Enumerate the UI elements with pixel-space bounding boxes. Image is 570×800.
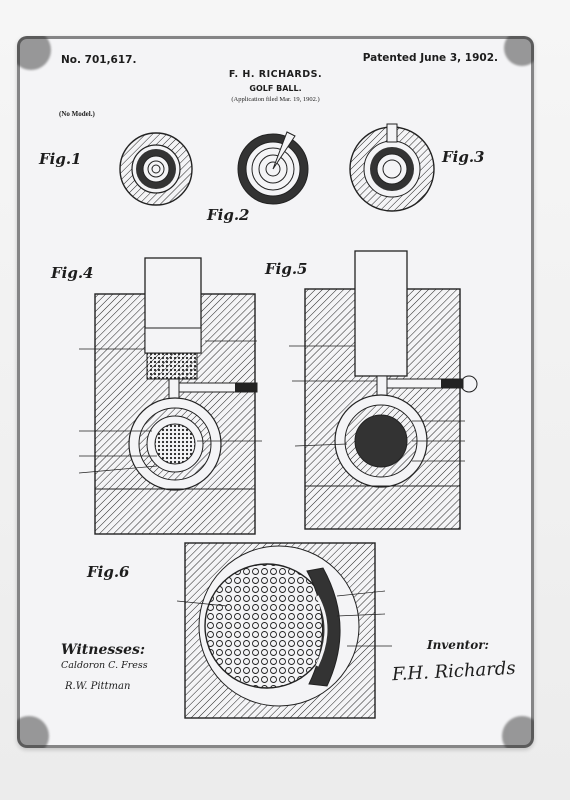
patent-sign: No. 701,617. Patented June 3, 1902. F. H… (17, 36, 534, 748)
fig1-ball-drawing (119, 132, 193, 206)
filing-date: (Application filed Mar. 19, 1902.) (231, 96, 320, 103)
patent-number: No. 701,617. (61, 54, 137, 66)
fig2-ball-drawing (237, 131, 309, 205)
fig2-label: Fig.2 (207, 206, 250, 224)
inventor-name: F. H. RICHARDS. (228, 69, 323, 80)
fig3-label: Fig.3 (442, 148, 485, 166)
fig5-label: Fig.5 (265, 260, 308, 278)
fig1-label: Fig.1 (39, 150, 82, 168)
inventor-label: Inventor: (427, 638, 489, 652)
patent-date: Patented June 3, 1902. (362, 52, 498, 64)
fig4-mold-drawing (94, 257, 258, 535)
witness-2-signature: R.W. Pittman (65, 681, 131, 692)
fig3-ball-drawing (349, 123, 435, 212)
fig6-ball-cross-section (184, 542, 376, 719)
fig4-label: Fig.4 (51, 264, 94, 282)
sign-border (17, 36, 534, 748)
witness-1-signature: Caldoron C. Fress (61, 660, 148, 671)
fig5-mold-drawing (304, 250, 478, 530)
invention-title: GOLF BALL. (249, 84, 302, 93)
patent-drawing (78, 123, 478, 719)
reference-leader-lines (78, 340, 465, 647)
model-note: (No Model.) (59, 110, 95, 118)
witnesses-label: Witnesses: (61, 642, 146, 658)
fig6-label: Fig.6 (87, 563, 130, 581)
